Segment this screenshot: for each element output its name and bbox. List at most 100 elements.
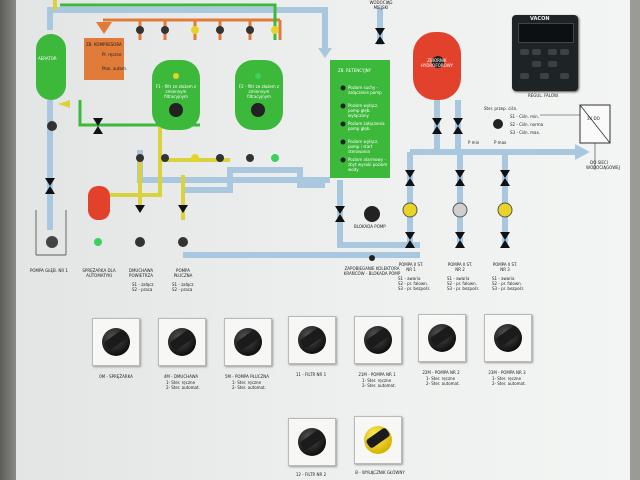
aerator-label: AERATOR <box>38 56 57 61</box>
switch-note-pump2-1: 1- Ster. ręczne <box>426 376 456 381</box>
rotary-switch-rinse-pump[interactable] <box>224 318 272 366</box>
retention-level-5: Poziom alarmowy - zbyt wysoki poziom wod… <box>348 157 388 172</box>
rotary-switch-filter-2[interactable] <box>288 418 336 466</box>
retention-level-1: Poziom suchy - załączenie pomp <box>348 85 382 95</box>
compressor-arrow-icon <box>96 22 112 34</box>
pump-3-sub-3: S3 - pr. bezpośr. <box>492 286 525 291</box>
pump-2-sub-3: S3 - pr. bezpośr. <box>447 286 480 291</box>
pump-2-label: POMPA II ST. NR 2 <box>447 262 473 272</box>
vfd-key[interactable] <box>520 73 529 79</box>
switch-label-blower: 4M - DMUCHAWA <box>163 374 199 379</box>
filter-2-label: F2 - filtr ze złożem z zmiennym filtracy… <box>238 84 280 99</box>
rotary-switch-compressor[interactable] <box>92 318 140 366</box>
pressure-switch-2: S2 - Ciśn. norma <box>510 122 544 127</box>
rinse-pump-sub-1: S1 - załącz <box>172 282 194 287</box>
p-min-label: P min <box>468 140 480 145</box>
filter-1-label: F1 - filtr ze złożem z zmiennym filtracy… <box>155 84 197 99</box>
switch-label-compressor: 0M - SPRĘŻARKA <box>99 374 133 379</box>
blower-sub-1: S1 - załącz <box>132 282 154 287</box>
pump-1-sub-1: S1 - awaria <box>398 276 421 281</box>
pump-3-label: POMPA II ST. NR 3 <box>492 262 518 272</box>
vfd-display <box>518 23 574 43</box>
switch-note-pump3-1: 1- Ster. ręczne <box>492 376 522 381</box>
retention-level-2: Poziom wyłącz. pomp głęb. wyłączony <box>348 103 379 118</box>
frequency-converter: VACON <box>512 15 578 91</box>
switch-note-pump1-1: 1- Ster. ręczne <box>362 378 392 383</box>
protection-label: ZAPOBIEGANIE KOLEKTORA KRAŃCÓW - BLOKADA… <box>343 266 401 276</box>
vfd-label: REGUL. FALOW. <box>528 93 559 98</box>
rotary-switch-main[interactable] <box>354 416 402 464</box>
compressor-unit <box>88 186 110 220</box>
interlock-label: BLOKADA POMP <box>354 224 386 229</box>
switch-label-pump-2: 22M - POMPA NR 2 <box>422 370 460 375</box>
flow-arrow-down-icon <box>318 48 332 58</box>
rotary-switch-pump-3[interactable] <box>484 314 532 362</box>
blower-sub-2: S2 - praca <box>132 287 153 292</box>
vfd-key[interactable] <box>532 61 541 67</box>
pump-1-sub-2: S2 - pr. falown. <box>398 281 428 286</box>
pump-1-label: POMPA II ST. NR 1 <box>398 262 424 272</box>
pump-2-sub-1: S1 - awaria <box>447 276 470 281</box>
filter-2-tank <box>235 60 283 130</box>
switch-note-pump2-2: 2- Ster. automat. <box>426 381 460 386</box>
well-pump-label: POMPA GŁĘB. NR 1 <box>30 268 68 273</box>
to-network-label: DO SIECI WODOCIĄGOWEJ <box>586 160 620 170</box>
compressor-tank-opt-1: Pł. ręczne <box>102 52 122 57</box>
pump-3-sub-1: S1 - awaria <box>492 276 515 281</box>
rotary-switch-pump-1[interactable] <box>354 316 402 364</box>
compressor-tank-opt-2: Płuk. autom. <box>102 66 128 71</box>
water-pipes <box>47 7 575 258</box>
pressure-switch-1: S1 - Ciśn. min. <box>510 114 539 119</box>
switch-label-pump-1: 21M - POMPA NR 1 <box>358 372 396 377</box>
switch-note-pump3-2: 2- Ster. automat. <box>492 381 526 386</box>
switch-label-main: B - WYŁĄCZNIK GŁÓWNY <box>355 470 405 475</box>
vfd-key[interactable] <box>560 73 569 79</box>
switch-note-pump1-2: 2- Ster. automat. <box>362 383 396 388</box>
vfd-key[interactable] <box>532 49 541 55</box>
aerator-tank <box>36 34 66 100</box>
pump-2-sub-2: S2 - pr. falown. <box>447 281 477 286</box>
switch-label-filter-1: 11 - FILTR NR 1 <box>295 372 327 377</box>
indicator-lamps <box>46 26 513 261</box>
pump-3-sub-2: S2 - pr. falown. <box>492 281 522 286</box>
water-supply-label: WODOCIĄG MIEJSKI <box>369 0 393 10</box>
rotary-switch-filter-1[interactable] <box>288 316 336 364</box>
switch-note-blower-2: 2- Ster. automat. <box>166 385 200 390</box>
p-max-label: P max <box>494 140 507 145</box>
rotary-switch-pump-2[interactable] <box>418 314 466 362</box>
vfd-key[interactable] <box>520 49 529 55</box>
pump-1-sub-3: S3 - pr. bezpośr. <box>398 286 431 291</box>
blower-label: DMUCHAWA POWIETRZA <box>128 268 154 278</box>
rinse-pump-label: POMPA PŁUCZNA <box>173 268 193 278</box>
control-box-label: 3V DO <box>587 116 600 121</box>
vfd-key[interactable] <box>548 61 557 67</box>
compressor-tank-label: ZB. KOMPRESORA <box>86 42 122 47</box>
flow-arrow-right-icon <box>575 144 590 160</box>
vfd-key[interactable] <box>560 49 569 55</box>
compressor-label: SPRĘŻARKA DLA AUTOMATYKI <box>82 268 116 278</box>
switch-label-filter-2: 12 - FILTR NR 2 <box>295 472 327 477</box>
switch-note-blower-1: 1- Ster. ręczne <box>166 380 196 385</box>
rotary-switch-blower[interactable] <box>158 318 206 366</box>
retention-level-4: Poziom wyłącz. pomp i start sterowania <box>348 139 379 154</box>
retention-level-3: Poziom załączenia pomp głęb. <box>348 121 385 131</box>
switch-label-pump-3: 23M - POMPA NR 3 <box>488 370 526 375</box>
vfd-key[interactable] <box>540 73 549 79</box>
pressure-switch-3: S3 - Ciśn. max. <box>510 130 541 135</box>
retention-tank <box>330 60 390 178</box>
compressor-tank <box>84 38 124 80</box>
vfd-key[interactable] <box>548 49 557 55</box>
filter-1-tank <box>152 60 200 130</box>
well-hatching <box>35 210 67 256</box>
valves <box>45 28 510 248</box>
retention-label: ZB. RETENCYJNY <box>338 68 372 73</box>
switch-label-rinse-pump: 5M - POMPA PŁUCZNA <box>224 374 269 379</box>
cabinet-left-edge <box>0 0 16 480</box>
pressure-control-label: Ster. przep. ciśn. <box>484 106 518 111</box>
flow-arrow-left-icon <box>58 100 70 108</box>
rinse-pump-sub-2: S2 - praca <box>172 287 193 292</box>
switch-note-rinse-2: 2- Ster. automat. <box>232 385 266 390</box>
vfd-brand: VACON <box>530 16 550 22</box>
